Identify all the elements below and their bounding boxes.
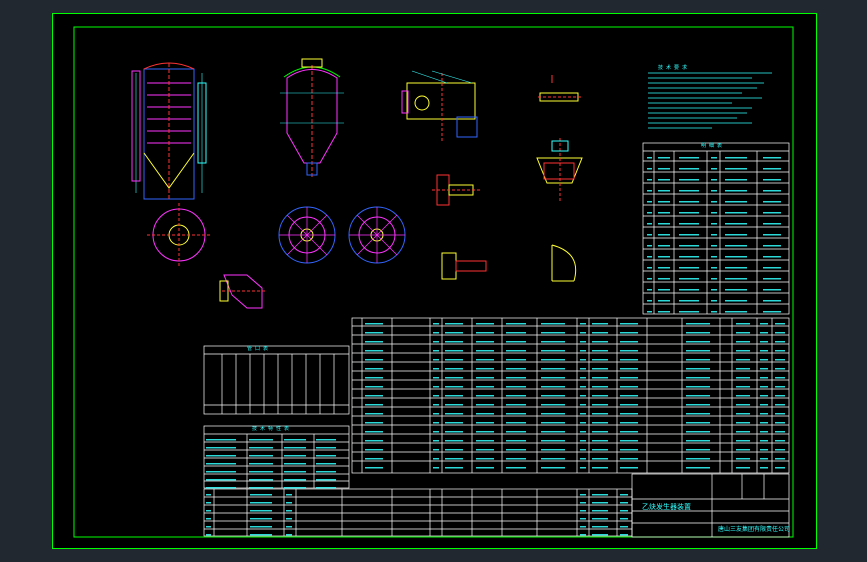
nozzle-table-grid: [203, 345, 350, 415]
inner-border: [73, 26, 794, 538]
table-cell-marks: [206, 157, 785, 536]
outer-border: [52, 13, 817, 549]
elbow-detail: [219, 274, 267, 309]
tech-requirements-lines: [648, 72, 772, 129]
tech-requirements-title: 技 术 要 求: [658, 65, 688, 71]
head-detail: [551, 244, 577, 282]
nozzle-detail-a: [432, 174, 482, 206]
company-name: 唐山三友集团有限责任公司: [718, 526, 791, 533]
title-block-grid: [631, 473, 790, 538]
nozzle-bom-grid: [351, 317, 790, 474]
tech-characteristics-grid: [203, 425, 350, 489]
section-view-a: [147, 203, 212, 268]
tech-characteristics-title: 技 术 特 性 表: [252, 426, 290, 432]
pipe-nozzle-table-title: 管 口 表: [247, 346, 269, 352]
drawing-sheet: 技 术 要 求 明 细 表 管 口 表 技 术 特 性 表 乙炔发生器装置 唐山…: [52, 13, 817, 549]
section-view-c: [348, 206, 406, 264]
bottom-bom-grid: [203, 488, 633, 537]
valve-assembly-detail: [536, 138, 583, 203]
vessel-main-view: [131, 62, 207, 200]
agitator-drive-detail: [401, 70, 478, 143]
section-view-b: [278, 206, 336, 264]
drawing-title: 乙炔发生器装置: [642, 503, 691, 511]
vessel-outline-view: [280, 58, 344, 178]
flange-detail: [538, 75, 582, 102]
parts-list-title: 明 细 表: [701, 143, 723, 149]
drawing-canvas: [52, 13, 817, 549]
nozzle-detail-b: [441, 252, 487, 280]
parts-list-grid: [642, 142, 790, 315]
